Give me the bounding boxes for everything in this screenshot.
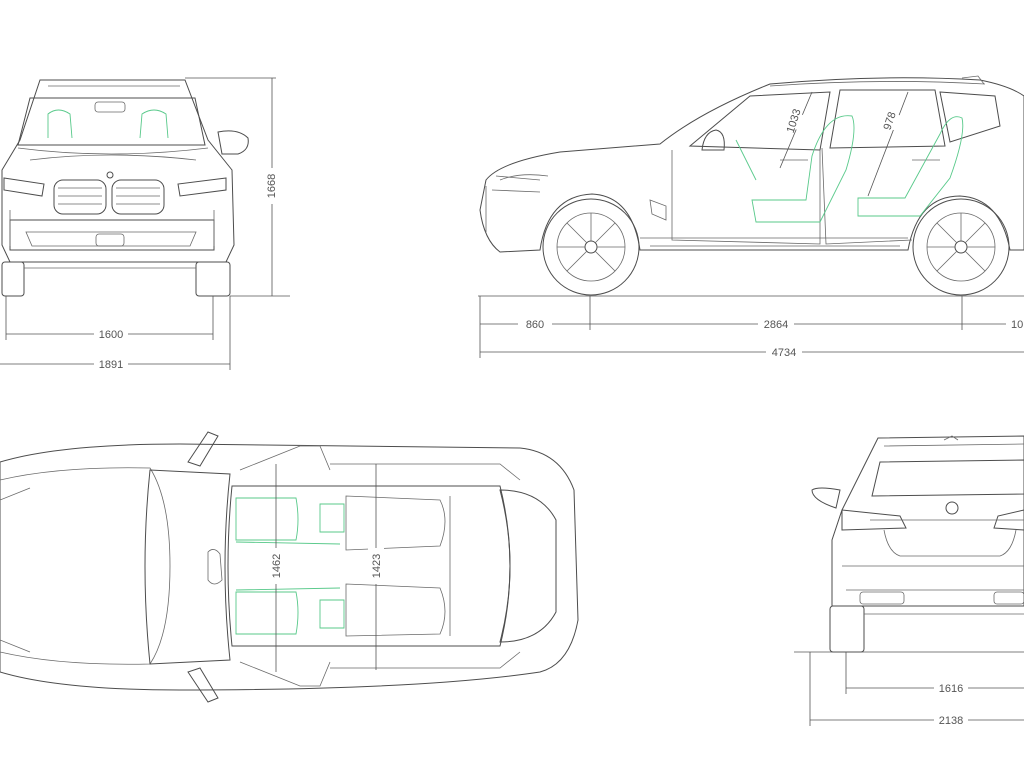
front-body-outline <box>1 79 235 263</box>
top-front-seat-right <box>235 591 299 635</box>
headlight-left <box>3 177 45 197</box>
front-tire-right <box>195 261 231 297</box>
rear-view <box>811 435 1024 653</box>
top-view: 1462 1423 <box>0 431 579 703</box>
front-tire-left <box>1 261 25 297</box>
top-mirror-right <box>187 667 219 703</box>
rear-overhang-label: 10 <box>1011 319 1023 331</box>
length-label: 4734 <box>772 347 796 359</box>
taillight-left <box>841 509 907 531</box>
top-rear-seat-right <box>345 583 446 637</box>
side-window-rear <box>829 89 946 149</box>
top-windshield <box>144 469 231 665</box>
top-rear-window <box>499 489 557 643</box>
grille-right <box>111 179 165 215</box>
front-mirror <box>217 130 249 155</box>
front-view <box>1 79 249 297</box>
side-rear-wheel <box>912 198 1010 296</box>
front-dimensions: 1668 1600 1891 <box>0 77 290 371</box>
front-width-label: 1891 <box>99 359 123 371</box>
wheelbase-label: 2864 <box>764 319 788 331</box>
side-window-quarter <box>939 91 1001 143</box>
rear-mirror <box>811 487 841 509</box>
side-window-front <box>688 91 831 151</box>
side-view: 1033 978 <box>479 75 1024 296</box>
rear-tire-left <box>829 605 865 653</box>
front-headroom-arrow <box>779 91 813 169</box>
rear-logo <box>945 501 959 515</box>
rear-width-label: 2138 <box>939 715 963 727</box>
front-logo <box>106 171 114 179</box>
taillight-right <box>993 509 1024 531</box>
side-dimensions: 860 2864 10 4734 <box>478 295 1024 359</box>
front-bumper <box>9 219 215 251</box>
front-seat-right <box>139 109 169 139</box>
side-front-wheel <box>542 198 640 296</box>
side-body-outline <box>479 77 1024 253</box>
rear-headroom-arrow <box>867 91 909 197</box>
front-seat-left <box>47 109 73 139</box>
rear-shoulder-label: 1423 <box>371 554 383 578</box>
side-mirror <box>701 129 725 151</box>
grille-left <box>53 179 107 215</box>
front-overhang-label: 860 <box>526 319 544 331</box>
side-rear-seat <box>857 116 964 217</box>
top-rear-seat-left <box>345 495 446 551</box>
front-track-label: 1600 <box>99 329 123 341</box>
top-body-outline <box>0 443 579 691</box>
front-shoulder-label: 1462 <box>271 554 283 578</box>
rear-dimensions: 1616 2138 <box>794 651 1024 727</box>
rear-headroom-label: 978 <box>882 110 899 131</box>
front-height-label: 1668 <box>266 174 278 198</box>
front-windshield <box>17 97 206 146</box>
rear-body-outline <box>831 435 1024 607</box>
top-front-seat-left <box>235 497 299 541</box>
top-mirror-left <box>187 431 219 467</box>
rear-track-label: 1616 <box>939 683 963 695</box>
side-front-seat <box>751 115 855 223</box>
rear-window <box>871 459 1024 497</box>
headlight-right <box>177 177 227 197</box>
